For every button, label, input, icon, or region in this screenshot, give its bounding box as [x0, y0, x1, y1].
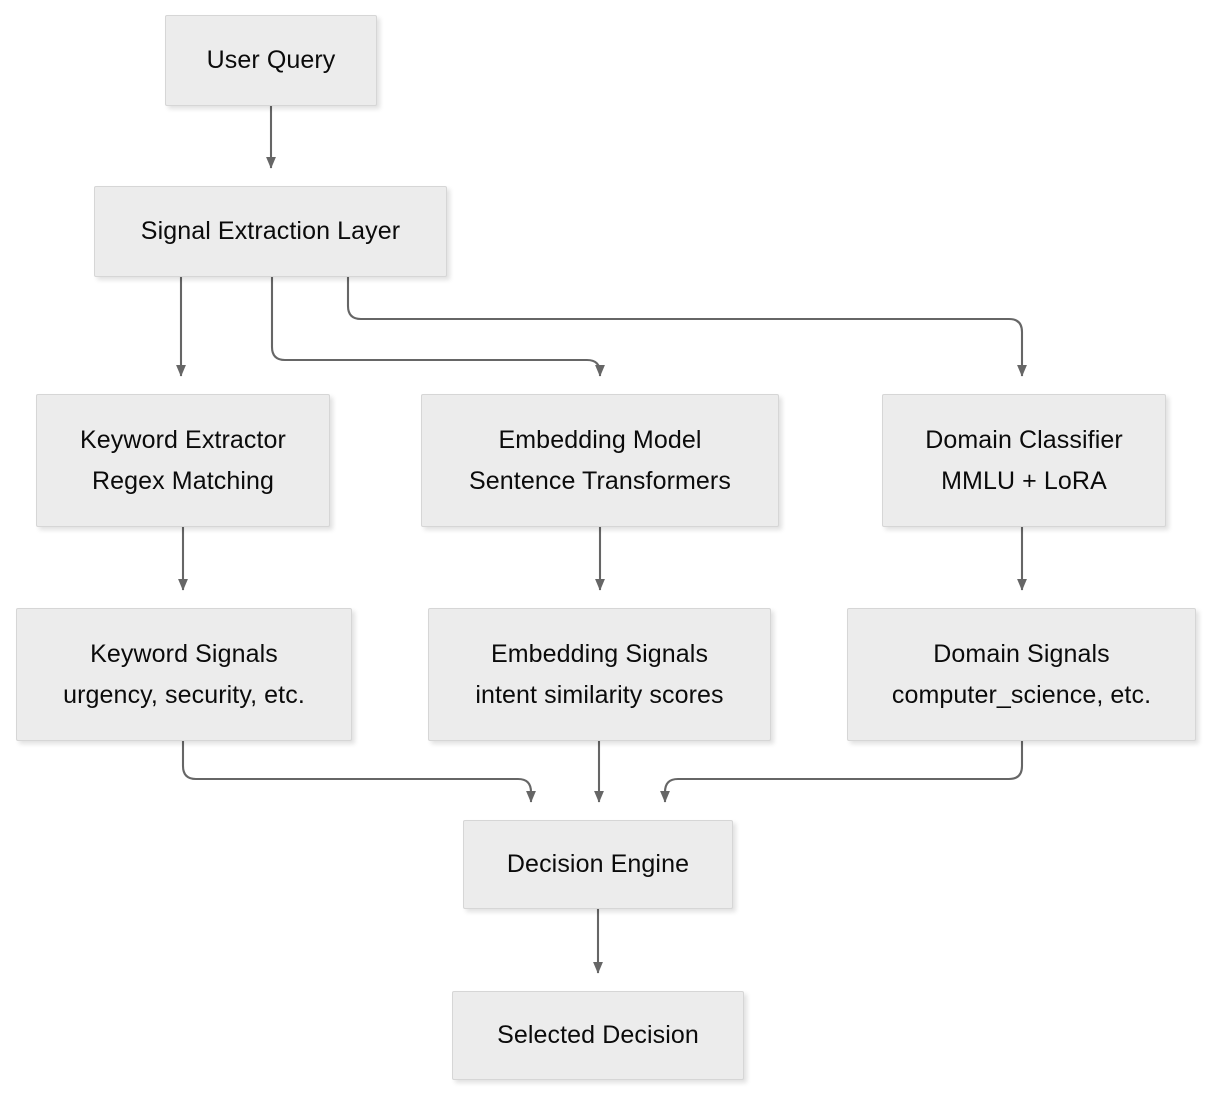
node-label-secondary: Regex Matching [91, 466, 275, 495]
node-label-primary: Embedding Model [498, 426, 702, 454]
node-label-secondary: computer_science, etc. [891, 680, 1152, 709]
node-label-secondary: intent similarity scores [475, 680, 724, 709]
node-label: User Query [206, 46, 336, 75]
node-decision-engine[interactable]: Decision Engine [463, 820, 733, 909]
node-label: Selected Decision [497, 1021, 699, 1050]
node-label: Decision Engine [506, 850, 690, 879]
node-label-primary: Domain Classifier [925, 426, 1123, 454]
node-embedding-signals[interactable]: Embedding Signals intent similarity scor… [428, 608, 771, 741]
node-label-secondary: urgency, security, etc. [63, 680, 305, 709]
node-user-query[interactable]: User Query [165, 15, 377, 106]
node-label-primary: Keyword Signals [90, 640, 278, 668]
node-selected-decision[interactable]: Selected Decision [452, 991, 744, 1080]
node-label-primary: Keyword Extractor [80, 426, 286, 454]
node-signal-extraction-layer[interactable]: Signal Extraction Layer [94, 186, 447, 277]
node-label-secondary: MMLU + LoRA [941, 466, 1107, 495]
node-keyword-signals[interactable]: Keyword Signals urgency, security, etc. [16, 608, 352, 741]
node-domain-signals[interactable]: Domain Signals computer_science, etc. [847, 608, 1196, 741]
edge-domain-signals-to-decision-engine [660, 741, 1024, 803]
node-embedding-model[interactable]: Embedding Model Sentence Transformers [421, 394, 779, 527]
edge-signal-extraction-layer-to-domain-classifier [346, 277, 1027, 377]
edge-signal-extraction-layer-to-embedding-model [270, 277, 605, 377]
node-label-secondary: Sentence Transformers [469, 466, 731, 495]
node-label: Signal Extraction Layer [140, 217, 401, 246]
node-label-primary: Embedding Signals [490, 640, 709, 668]
edge-keyword-signals-to-decision-engine [181, 741, 536, 803]
node-label-primary: Domain Signals [933, 640, 1110, 668]
node-keyword-extractor[interactable]: Keyword Extractor Regex Matching [36, 394, 330, 527]
node-domain-classifier[interactable]: Domain Classifier MMLU + LoRA [882, 394, 1166, 527]
